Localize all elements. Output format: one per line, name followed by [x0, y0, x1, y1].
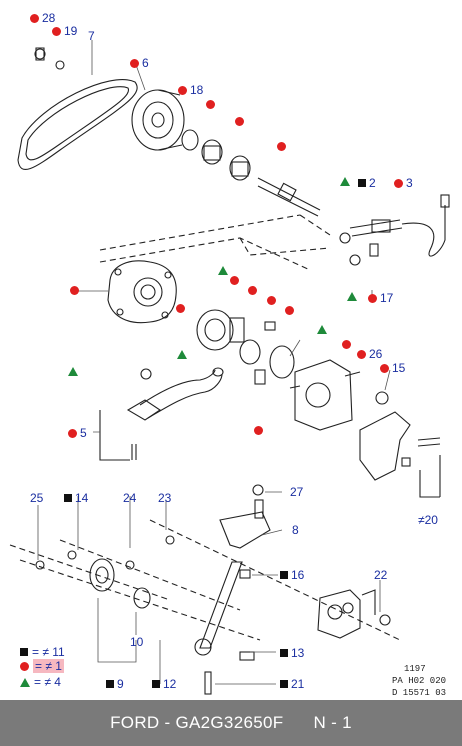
pulley	[131, 89, 185, 151]
callout-2: 2	[358, 177, 376, 189]
triangle-marker-icon	[340, 177, 350, 186]
pump-housing	[107, 260, 177, 324]
callout-21: 21	[280, 678, 304, 690]
circle-marker-icon	[176, 304, 185, 313]
hose-pipe	[139, 369, 223, 419]
circle-marker-icon	[394, 178, 403, 188]
marker-triangle-f	[68, 367, 78, 376]
square-marker-icon	[152, 680, 160, 688]
triangle-marker-icon	[218, 266, 228, 275]
circle-marker-icon	[285, 306, 294, 315]
impeller	[196, 309, 234, 351]
callout-20: ≠20	[418, 513, 438, 527]
circle-marker-icon	[206, 100, 215, 109]
callout-13: 13	[280, 647, 304, 659]
callout-18: 18	[178, 84, 203, 96]
circle-marker-icon	[20, 661, 29, 671]
callout-15: 15	[380, 362, 405, 374]
callout-9: 9	[106, 678, 124, 690]
legend-circle: = ≠ 1	[20, 659, 64, 673]
marker-circle-d	[230, 276, 239, 285]
square-marker-icon	[358, 179, 366, 187]
callout-17: 17	[368, 292, 393, 304]
callout-25: 25	[30, 491, 44, 505]
callout-12: 12	[152, 678, 176, 690]
callout-8: 8	[292, 523, 299, 537]
callout-7: 7	[88, 29, 95, 43]
circle-marker-icon	[52, 26, 61, 36]
circle-marker-icon	[70, 286, 79, 295]
callout-26: 26	[357, 348, 382, 360]
triangle-marker-icon	[20, 677, 30, 687]
marker-circle-f	[267, 296, 276, 305]
callout-16: 16	[280, 569, 304, 581]
marker-triangle-d	[347, 292, 357, 301]
tensioner-arm	[199, 561, 243, 649]
square-marker-icon	[20, 648, 28, 656]
square-marker-icon	[64, 494, 72, 502]
circle-marker-icon	[235, 117, 244, 126]
square-marker-icon	[280, 680, 288, 688]
ref-line-3: D 15571 03	[392, 688, 447, 698]
footer-text: FORD - GA2G32650F N - 1	[110, 713, 352, 732]
marker-circle-a	[206, 100, 215, 109]
idler-assembly	[317, 589, 361, 639]
marker-triangle-b	[218, 266, 228, 275]
marker-circle-c	[277, 142, 286, 151]
marker-circle-j	[342, 340, 351, 349]
square-marker-icon	[106, 680, 114, 688]
circle-marker-icon	[277, 142, 286, 151]
ref-line-1: 1197	[404, 664, 426, 674]
triangle-marker-icon	[347, 292, 357, 301]
square-marker-icon	[280, 649, 288, 657]
exploded-parts-diagram	[9, 40, 450, 695]
callout-27: 27	[290, 485, 304, 499]
callout-28: 28	[30, 12, 55, 24]
circle-marker-icon	[267, 296, 276, 305]
ref-line-2: PA H02 020	[392, 676, 447, 686]
marker-circle-k	[254, 426, 263, 435]
sensor	[349, 219, 403, 237]
drive-belt	[17, 79, 138, 170]
marker-circle-i	[176, 304, 185, 313]
triangle-marker-icon	[317, 325, 327, 334]
circle-marker-icon	[248, 286, 257, 295]
marker-circle-h	[70, 286, 79, 295]
callout-10: 10	[130, 635, 144, 649]
circle-marker-icon	[368, 293, 377, 303]
shaft	[257, 177, 321, 217]
callout-24: 24	[123, 491, 137, 505]
triangle-marker-icon	[177, 350, 187, 359]
triangle-marker-icon	[68, 367, 78, 376]
callout-19: 19	[52, 25, 77, 37]
legend-square: = ≠ 11	[20, 645, 65, 659]
circle-marker-icon	[30, 13, 39, 23]
callout-22: 22	[374, 568, 388, 582]
marker-triangle-a	[340, 177, 350, 186]
callout-6: 6	[130, 57, 149, 69]
circle-marker-icon	[130, 58, 139, 68]
circle-marker-icon	[230, 276, 239, 285]
callout-3: 3	[394, 177, 413, 189]
footer-bar: FORD - GA2G32650F N - 1	[0, 700, 462, 746]
callout-23: 23	[158, 491, 172, 505]
circle-marker-icon	[380, 363, 389, 373]
circle-marker-icon	[357, 349, 366, 359]
marker-circle-b	[235, 117, 244, 126]
callout-5: 5	[68, 427, 87, 439]
marker-triangle-e	[317, 325, 327, 334]
marker-triangle-c	[177, 350, 187, 359]
circle-marker-icon	[68, 428, 77, 438]
marker-circle-g	[285, 306, 294, 315]
tensioner-pulley	[89, 558, 115, 592]
callout-14: 14	[64, 492, 88, 504]
marker-circle-e	[248, 286, 257, 295]
rear-housing	[294, 359, 353, 431]
legend-triangle: = ≠ 4	[20, 675, 61, 689]
circle-marker-icon	[342, 340, 351, 349]
circle-marker-icon	[254, 426, 263, 435]
mounting-bracket	[359, 411, 411, 481]
circle-marker-icon	[178, 85, 187, 95]
square-marker-icon	[280, 571, 288, 579]
